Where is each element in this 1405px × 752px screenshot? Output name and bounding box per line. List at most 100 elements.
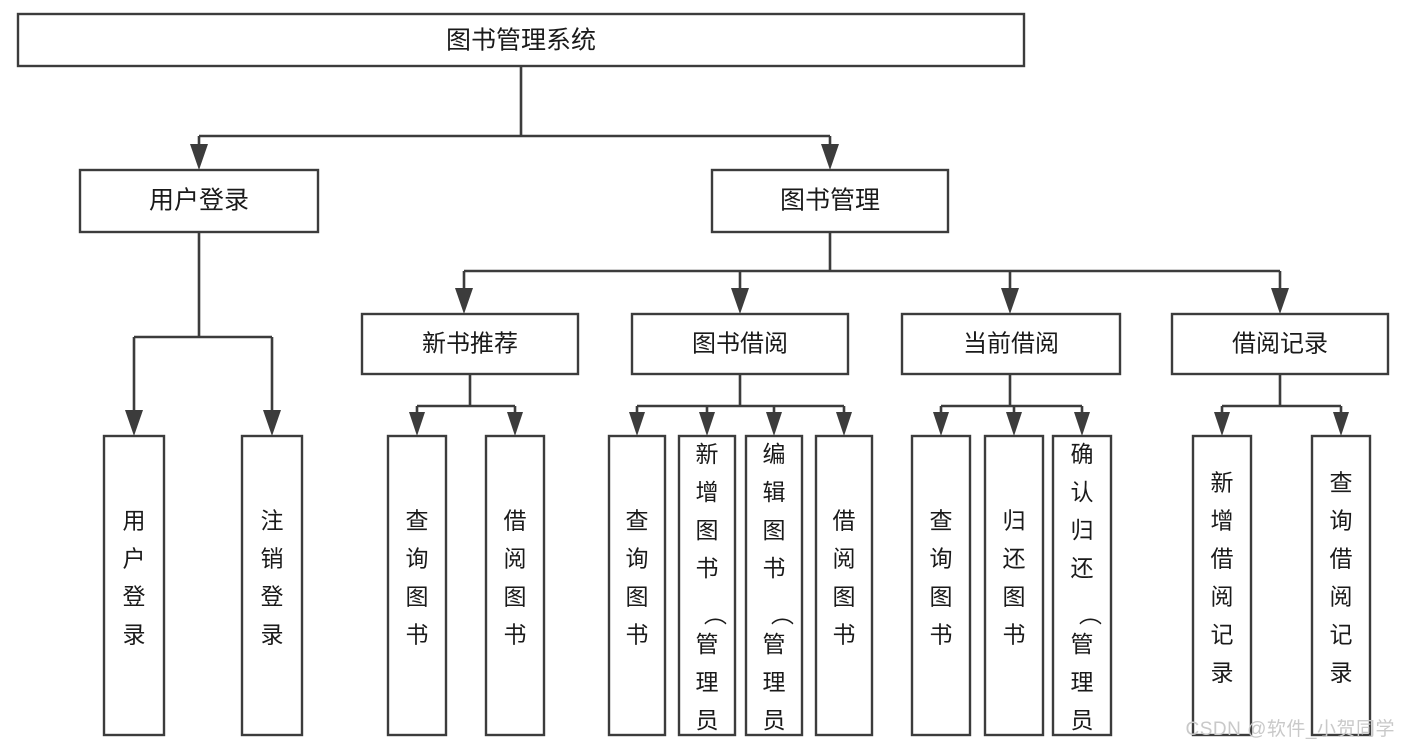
book-manage-label: 图书管理 bbox=[780, 187, 880, 215]
leaf-label-char: 登 bbox=[123, 584, 146, 610]
leaf-label-char: 记 bbox=[1330, 622, 1353, 648]
arrow-to-leaf-user-logout bbox=[263, 410, 281, 436]
leaf-label-char: 借 bbox=[1211, 546, 1234, 572]
connector-new-book-rec-branch bbox=[415, 374, 517, 418]
leaf-box[interactable] bbox=[814, 434, 874, 737]
leaf-vertical-text: 用户登录 bbox=[123, 508, 146, 648]
leaf-box[interactable] bbox=[1191, 434, 1253, 737]
leaf-label-char: （ bbox=[769, 603, 795, 626]
node-book-borrow[interactable]: 图书借阅 bbox=[630, 312, 850, 376]
leaf-box[interactable] bbox=[677, 434, 737, 737]
leaf-label-char: 图 bbox=[696, 517, 719, 543]
leaf-label-char: 图 bbox=[1003, 584, 1026, 610]
node-user-login[interactable]: 用户登录 bbox=[78, 168, 320, 234]
new-book-rec-box[interactable] bbox=[360, 312, 580, 376]
leaf-box[interactable] bbox=[983, 434, 1045, 737]
leaf-box[interactable] bbox=[1051, 434, 1113, 737]
arrow-to-user-login bbox=[190, 144, 208, 170]
leaf-label-char: 理 bbox=[696, 669, 719, 695]
leaf-label-char: 增 bbox=[696, 479, 719, 505]
leaf-label-char: 书 bbox=[763, 555, 786, 581]
user-login-box[interactable] bbox=[78, 168, 320, 234]
node-current-borrow[interactable]: 当前借阅 bbox=[900, 312, 1122, 376]
connector-borrow-record-branch bbox=[1220, 374, 1343, 418]
arrow-to-book-manage bbox=[821, 144, 839, 170]
leaf-label-char: 确 bbox=[1071, 441, 1094, 467]
leaf-label-char: 借 bbox=[1330, 546, 1353, 572]
leaf-label-char: 图 bbox=[504, 584, 527, 610]
leaf-box[interactable] bbox=[1310, 434, 1372, 737]
node-book-manage[interactable]: 图书管理 bbox=[710, 168, 950, 234]
arrow-to-current-borrow bbox=[1001, 288, 1019, 314]
root-box[interactable] bbox=[16, 12, 1026, 68]
leaf-box[interactable] bbox=[102, 434, 166, 737]
leaf-box[interactable] bbox=[240, 434, 304, 737]
arrow-to-leaf-query-book-3 bbox=[933, 412, 949, 436]
node-borrow-record[interactable]: 借阅记录 bbox=[1170, 312, 1390, 376]
leaf-label-char: 新 bbox=[1211, 470, 1234, 496]
leaf-label-char: 查 bbox=[1330, 470, 1353, 496]
connector-root-trunk bbox=[197, 66, 832, 152]
leaf-label-char: 询 bbox=[626, 546, 649, 572]
leaf-label-char: 销 bbox=[261, 546, 284, 572]
connector-book-borrow-branch bbox=[635, 374, 846, 418]
arrow-to-leaf-query-record bbox=[1333, 412, 1349, 436]
leaf-label-char: 还 bbox=[1071, 555, 1094, 581]
leaf-label-char: 查 bbox=[626, 508, 649, 534]
leaf-label-char: 阅 bbox=[504, 546, 527, 572]
leaf-box[interactable] bbox=[744, 434, 804, 737]
leaf-label-char: 书 bbox=[504, 622, 527, 648]
leaf-label-char: 书 bbox=[696, 555, 719, 581]
connector-current-borrow-branch bbox=[939, 374, 1084, 418]
arrow-to-borrow-record bbox=[1271, 288, 1289, 314]
leaf-label-char: 员 bbox=[696, 707, 719, 733]
leaf-box[interactable] bbox=[484, 434, 546, 737]
node-new-book-rec[interactable]: 新书推荐 bbox=[360, 312, 580, 376]
arrow-to-leaf-borrow-book-1 bbox=[507, 412, 523, 436]
leaf-label-char: 辑 bbox=[763, 479, 786, 505]
leaf-label-char: 图 bbox=[406, 584, 429, 610]
arrow-to-leaf-add-record bbox=[1214, 412, 1230, 436]
leaf-box[interactable] bbox=[386, 434, 448, 737]
leaf-label-char: 书 bbox=[406, 622, 429, 648]
leaf-label-char: 员 bbox=[763, 707, 786, 733]
leaf-label-char: 录 bbox=[123, 622, 146, 648]
leaf-label-char: （ bbox=[1077, 603, 1103, 626]
connector-layer bbox=[125, 66, 1349, 436]
connector-book-manage-branch bbox=[462, 232, 1282, 296]
leaf-box[interactable] bbox=[607, 434, 667, 737]
node-root[interactable]: 图书管理系统 bbox=[16, 12, 1026, 68]
current-borrow-label: 当前借阅 bbox=[963, 330, 1059, 357]
borrow-record-label: 借阅记录 bbox=[1232, 330, 1328, 357]
current-borrow-box[interactable] bbox=[900, 312, 1122, 376]
leaf-label-char: 管 bbox=[763, 631, 786, 657]
leaf-label-char: 归 bbox=[1071, 517, 1094, 543]
book-manage-box[interactable] bbox=[710, 168, 950, 234]
leaf-label-char: 增 bbox=[1211, 508, 1234, 534]
leaf-label-char: 书 bbox=[833, 622, 856, 648]
leaf-label-char: 记 bbox=[1211, 622, 1234, 648]
book-borrow-box[interactable] bbox=[630, 312, 850, 376]
leaf-node[interactable]: 用户登录 bbox=[102, 434, 166, 737]
borrow-record-box[interactable] bbox=[1170, 312, 1390, 376]
leaf-box[interactable] bbox=[910, 434, 972, 737]
